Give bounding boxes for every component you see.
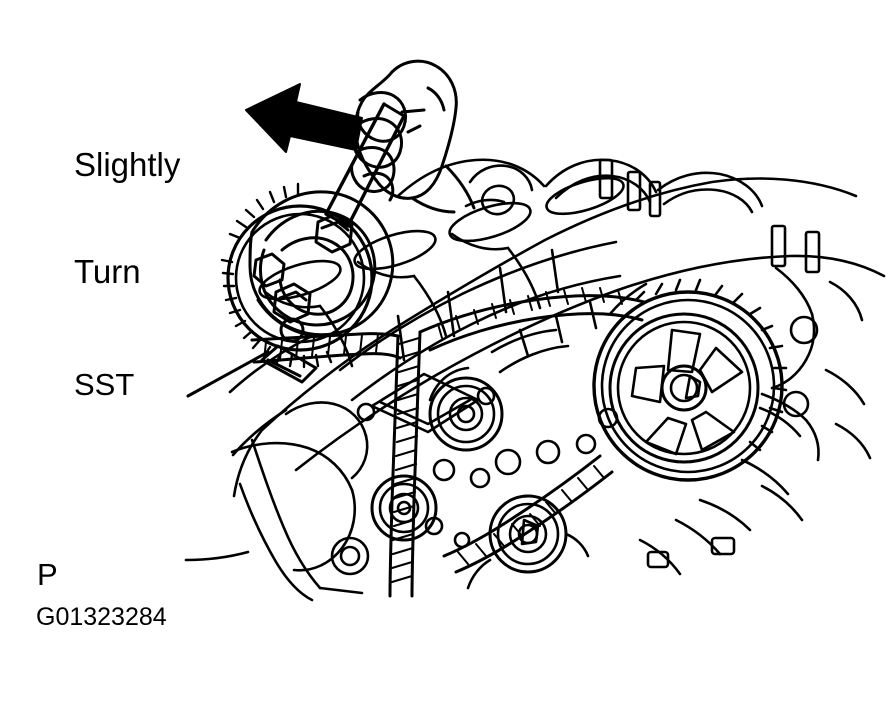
instruction-label: Slightly Turn — [74, 76, 180, 361]
pulley-cutout — [690, 410, 736, 452]
hand-gripping-tool — [350, 59, 476, 214]
instruction-label-line1: Slightly — [74, 146, 181, 184]
manifold-port — [545, 176, 625, 216]
sst-label: SST — [74, 367, 135, 402]
intake-manifold — [258, 158, 821, 368]
hex-bolt — [272, 282, 312, 324]
marker-label: P — [37, 557, 58, 592]
special-service-tool — [248, 102, 406, 384]
pulley-cutout — [630, 364, 666, 404]
timing-belt — [250, 287, 646, 598]
engine-mount-bracket — [230, 401, 369, 572]
stud-bolt — [648, 180, 662, 218]
stud-bolt — [626, 170, 642, 212]
bolt-head — [782, 390, 810, 418]
idler-pulley-upper — [428, 366, 504, 452]
pulley-cutout — [644, 416, 688, 456]
engine-bolts — [424, 407, 619, 549]
hex-bolt — [252, 252, 286, 288]
bolt-head — [710, 536, 736, 556]
small-bolt-boss — [330, 536, 370, 576]
tensioner-pulley — [466, 494, 590, 590]
pulley-cutout — [698, 346, 744, 394]
direction-arrow — [245, 83, 363, 153]
cylinder-head — [338, 240, 622, 434]
pulley-cutout — [666, 328, 702, 374]
figure-code-label: G01323284 — [36, 603, 167, 631]
idler-pulley-lower — [370, 474, 438, 542]
manifold-port — [448, 201, 532, 243]
bolt-head — [646, 550, 670, 569]
camshaft-pulley-right — [592, 278, 788, 482]
pivot-pin — [279, 317, 305, 343]
manifold-port — [353, 229, 437, 271]
instruction-label-line2: Turn — [74, 253, 141, 291]
sst-leader-line — [186, 350, 270, 398]
manifold-port — [258, 259, 342, 301]
small-bolt-boss — [339, 545, 361, 567]
drawing-linework — [184, 59, 886, 602]
stud-bolt — [770, 224, 787, 268]
sst-tab — [260, 344, 318, 384]
stud-bolt — [598, 158, 614, 200]
stud-bolt — [804, 230, 821, 274]
engine-right-detail — [638, 266, 872, 576]
bolt-head — [789, 315, 819, 345]
